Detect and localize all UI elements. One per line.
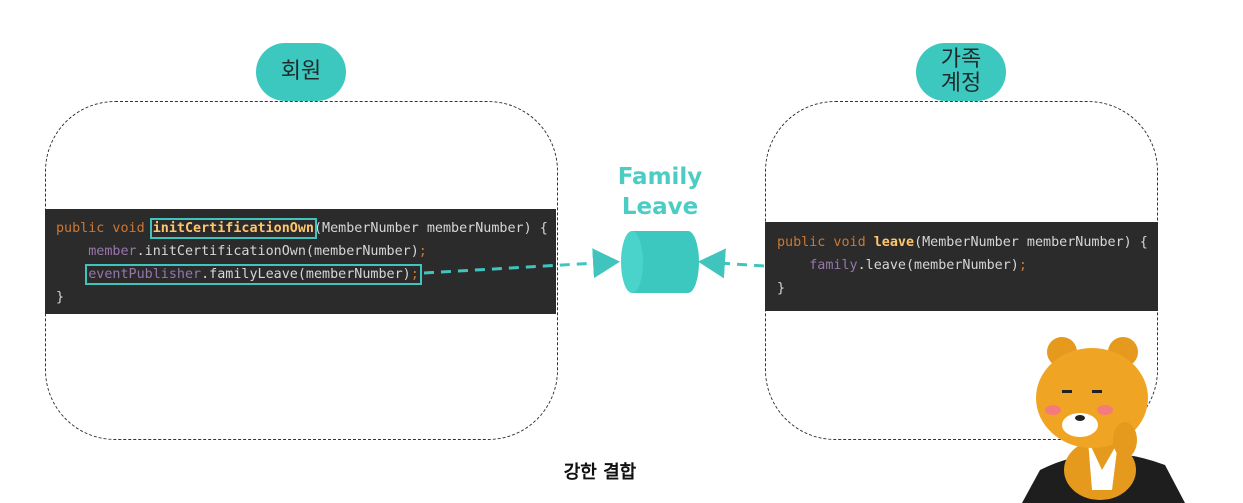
code-semicolon: ;	[1018, 258, 1027, 273]
code-semicolon: ;	[418, 244, 427, 259]
code-field: family	[809, 258, 858, 273]
code-keyword: public void	[777, 235, 874, 250]
family-code-block: public void leave(MemberNumber memberNum…	[765, 222, 1158, 311]
code-keyword: public void	[56, 221, 153, 236]
code-semicolon: ;	[410, 267, 419, 282]
leave-method-name: leave	[873, 235, 915, 250]
family-leave-event-label: Family Leave	[600, 162, 720, 222]
code-params: (MemberNumber memberNumber) {	[914, 235, 1148, 250]
member-domain-label-text: 회원	[280, 58, 322, 84]
event-label-line1: Family	[617, 164, 703, 190]
code-call: .leave(memberNumber)	[857, 258, 1019, 273]
code-closing-brace: }	[56, 290, 65, 305]
family-domain-label-line1: 가족	[940, 46, 982, 72]
member-code-block: public void initCertificationOwn(MemberN…	[45, 209, 556, 314]
event-label-line2: Leave	[621, 194, 699, 220]
bear-mascot-icon	[1022, 337, 1185, 503]
init-certification-method-highlight: initCertificationOwn	[149, 218, 318, 239]
code-params: (MemberNumber memberNumber) {	[314, 221, 548, 236]
event-publish-line-highlight: eventPublisher.familyLeave(memberNumber)…	[85, 264, 422, 285]
family-account-domain-label: 가족 계정	[916, 43, 1006, 101]
code-field: eventPublisher	[88, 267, 202, 282]
subscribe-arrow	[698, 248, 765, 279]
code-field: member	[88, 244, 137, 259]
code-call: .initCertificationOwn(memberNumber)	[136, 244, 419, 259]
caption-strong-coupling: 강한 결합	[563, 462, 637, 483]
family-domain-label-line2: 계정	[940, 71, 982, 96]
code-call: .familyLeave(memberNumber)	[201, 267, 411, 282]
publish-arrow	[423, 248, 620, 279]
code-closing-brace: }	[777, 281, 786, 296]
member-domain-label: 회원	[256, 43, 346, 101]
event-queue-cylinder-icon	[621, 231, 699, 293]
